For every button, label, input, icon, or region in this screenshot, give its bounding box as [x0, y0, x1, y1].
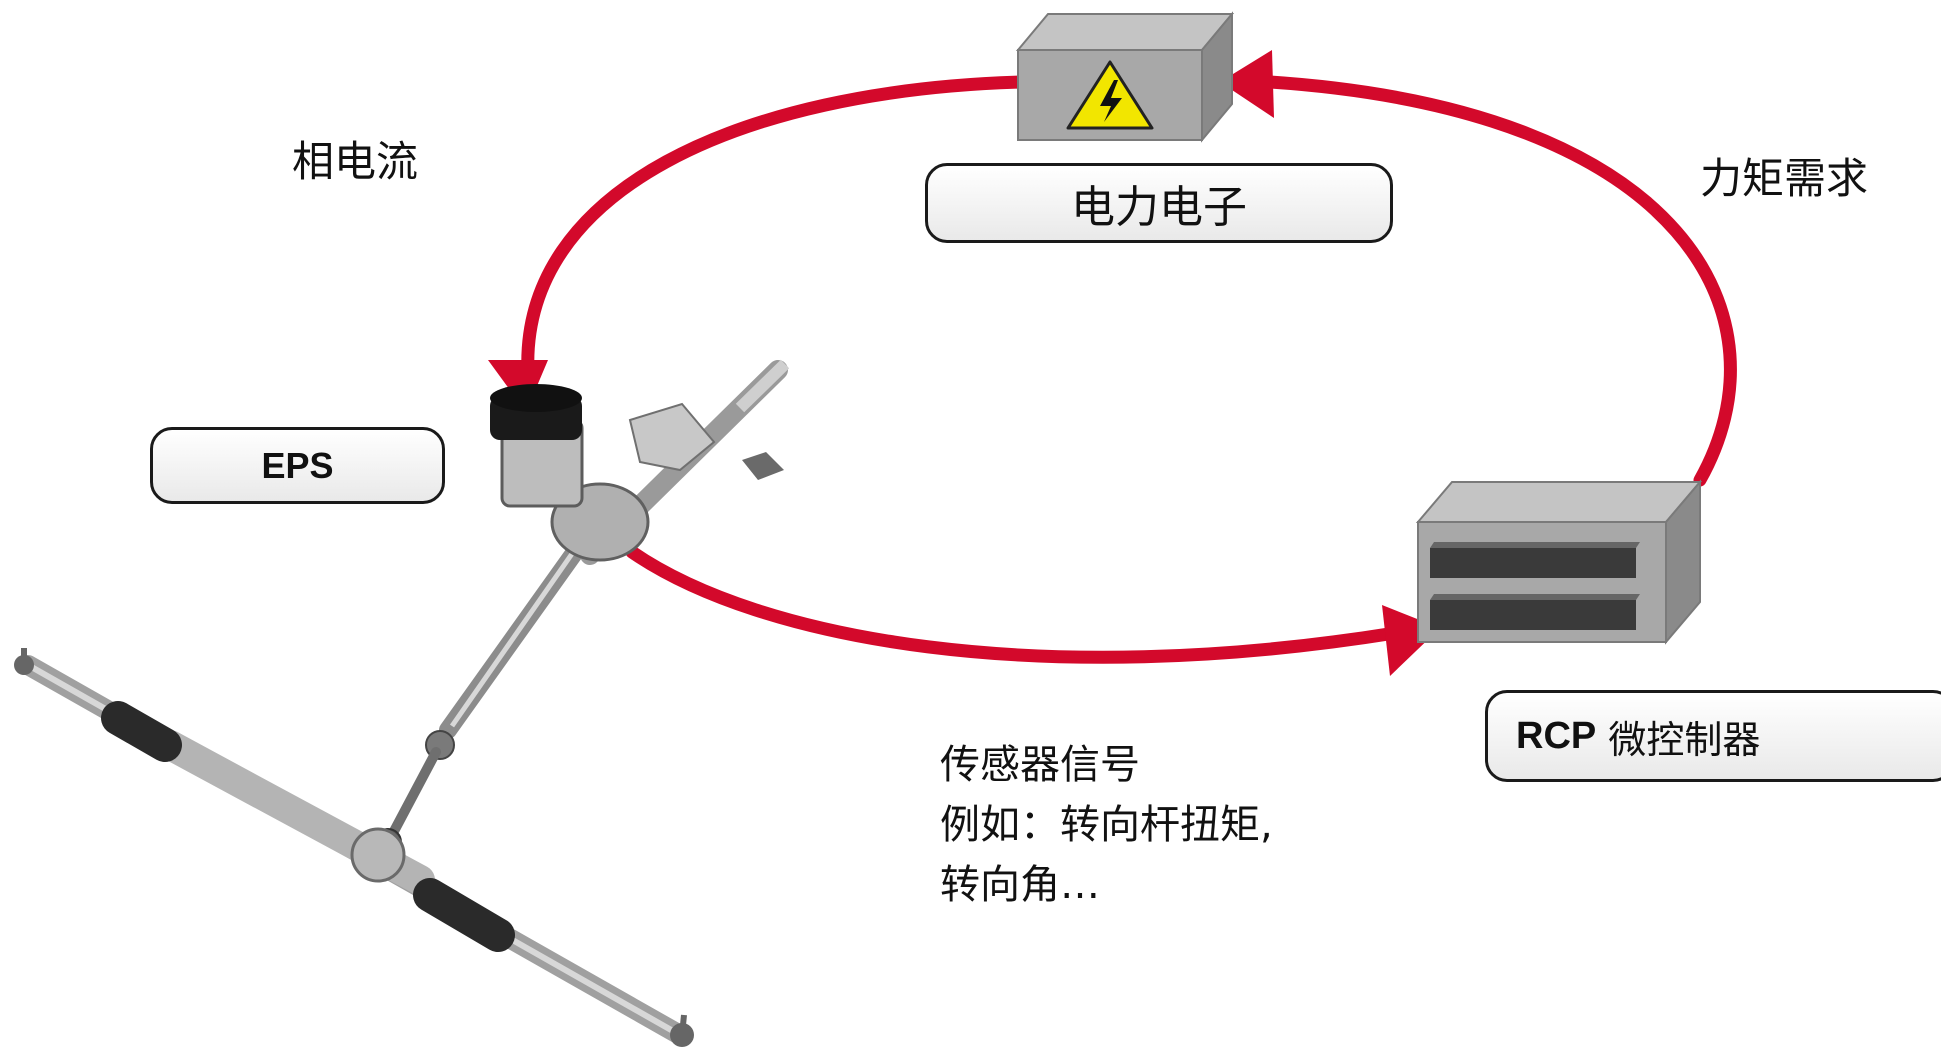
rcp-label-rest: 微控制器 — [1596, 717, 1761, 762]
eps-label: EPS — [261, 444, 334, 486]
eps-box: EPS — [150, 427, 445, 504]
sensor-line-1: 传感器信号 — [940, 742, 1140, 788]
rcp-controller-box: RCP 微控制器 — [1485, 690, 1941, 782]
sensor-line-2: 例如：转向杆扭矩, — [940, 802, 1273, 848]
controller-box — [1415, 479, 1703, 645]
controller-slots — [1430, 542, 1640, 630]
arrowhead-power — [1220, 50, 1274, 118]
power-electronics-box: 电力电子 — [925, 163, 1393, 243]
flow-arrows — [521, 75, 1737, 664]
torque-demand-label: 力矩需求 — [1700, 154, 1869, 203]
phase-current-label: 相电流 — [292, 137, 419, 186]
arrow-sensor-signal — [625, 545, 1402, 664]
sensor-line-3: 转向角… — [940, 862, 1100, 908]
high-voltage-icon — [1066, 60, 1154, 130]
arrow-phase-current — [521, 75, 1029, 379]
arrow-heads — [488, 50, 1440, 676]
power-electronics-label: 电力电子 — [1071, 182, 1247, 233]
sensor-signal-label: 传感器信号 例如：转向杆扭矩, 转向角… — [940, 735, 1273, 915]
power-module — [1015, 11, 1235, 143]
arrow-torque-demand — [1263, 75, 1737, 487]
rcp-label-bold: RCP — [1516, 714, 1597, 757]
steering-system — [14, 359, 790, 1047]
